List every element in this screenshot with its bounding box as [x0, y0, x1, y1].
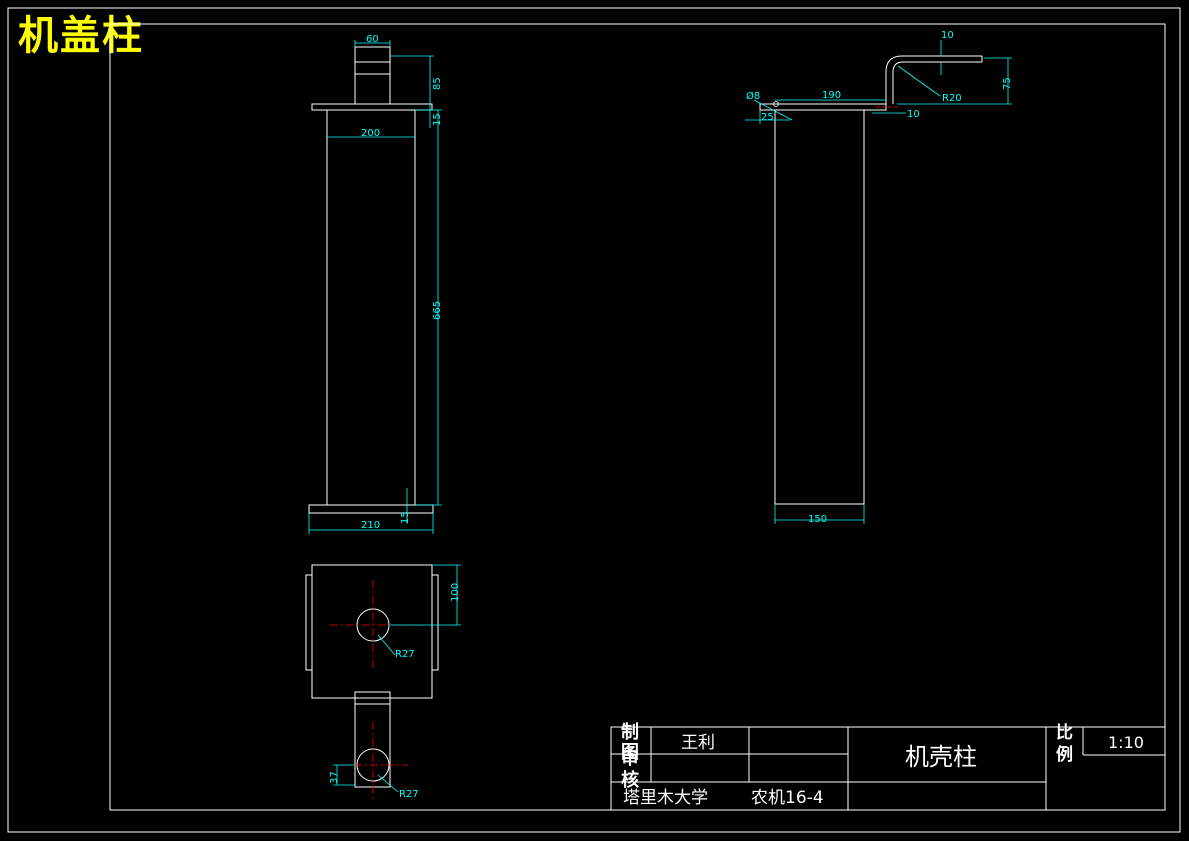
top-lug: [354, 46, 391, 105]
side-view-dimensions: [745, 40, 1012, 524]
dim-lug-offset: 37: [329, 771, 340, 784]
tb-scale-label-2: 例: [1056, 744, 1073, 765]
base-plate: [308, 504, 434, 514]
dim-flange-thickness: 15: [432, 113, 443, 126]
bent-arm-outer: [885, 55, 982, 104]
top-view-body: [311, 564, 433, 699]
dim-bend-radius: R20: [942, 93, 962, 104]
dim-arm-length: 190: [822, 90, 841, 101]
tb-designer: 王利: [681, 733, 715, 753]
tb-class-code: 农机16-4: [751, 788, 824, 808]
tb-label-shen: 审: [621, 747, 639, 769]
top-view-lug: [354, 691, 391, 788]
dim-side-body-width: 150: [808, 514, 827, 525]
dim-body-width: 200: [361, 128, 380, 139]
tb-scale-label-1: 比: [1056, 722, 1073, 743]
dim-bend-thickness: 10: [941, 30, 954, 41]
top-view-dim-labels: 100 R27 37 R27: [329, 583, 461, 800]
dim-hole-radius-2: R27: [399, 789, 419, 800]
top-view: [305, 564, 439, 788]
front-view: [308, 46, 434, 514]
column-body: [326, 109, 416, 506]
dim-base-thickness: 15: [400, 511, 411, 524]
side-view-dim-labels: Ø8 25 190 10 R20 75 10 150: [746, 30, 1013, 525]
front-view-dimensions: [308, 40, 442, 534]
dim-tip-thickness: 10: [907, 109, 920, 120]
dim-offset: 25: [761, 112, 774, 123]
drawing-title: 机盖柱: [18, 13, 144, 59]
arm-hole: [773, 101, 779, 107]
side-view: [759, 55, 983, 505]
dim-hole-offset: 100: [450, 583, 461, 602]
outer-border: [7, 7, 1181, 833]
dim-hole-dia: Ø8: [746, 90, 760, 102]
tb-label-he: 核: [621, 769, 639, 791]
inner-border: [109, 23, 1166, 811]
side-column-body: [774, 109, 865, 505]
tb-part-name: 机壳柱: [905, 743, 977, 771]
front-view-dim-labels: 60 85 15 200 665 15 210: [361, 34, 443, 531]
bent-arm-inner: [892, 61, 982, 104]
drawing-frame: [7, 7, 1181, 833]
tb-scale-value: 1:10: [1108, 733, 1144, 752]
tb-label-zhi: 制: [621, 722, 639, 743]
dim-base-width: 210: [361, 520, 380, 531]
dim-rise: 75: [1002, 77, 1013, 90]
side-arm: [759, 103, 887, 111]
tb-label-tu: 图: [621, 742, 639, 763]
centerlines: [330, 580, 418, 800]
dim-hole-radius-1: R27: [395, 649, 415, 660]
top-flange: [311, 103, 433, 111]
dim-body-height: 665: [432, 301, 443, 320]
top-view-dimensions: [333, 564, 461, 793]
dim-top-width: 60: [366, 34, 379, 45]
dim-top-height: 85: [432, 77, 443, 90]
title-block-text: 制 图 审 核 王利 机壳柱 比 例 1:10 塔里木大学 农机16-4: [621, 722, 1144, 808]
tb-school: 塔里木大学: [623, 788, 708, 808]
title-block: [610, 726, 1166, 811]
